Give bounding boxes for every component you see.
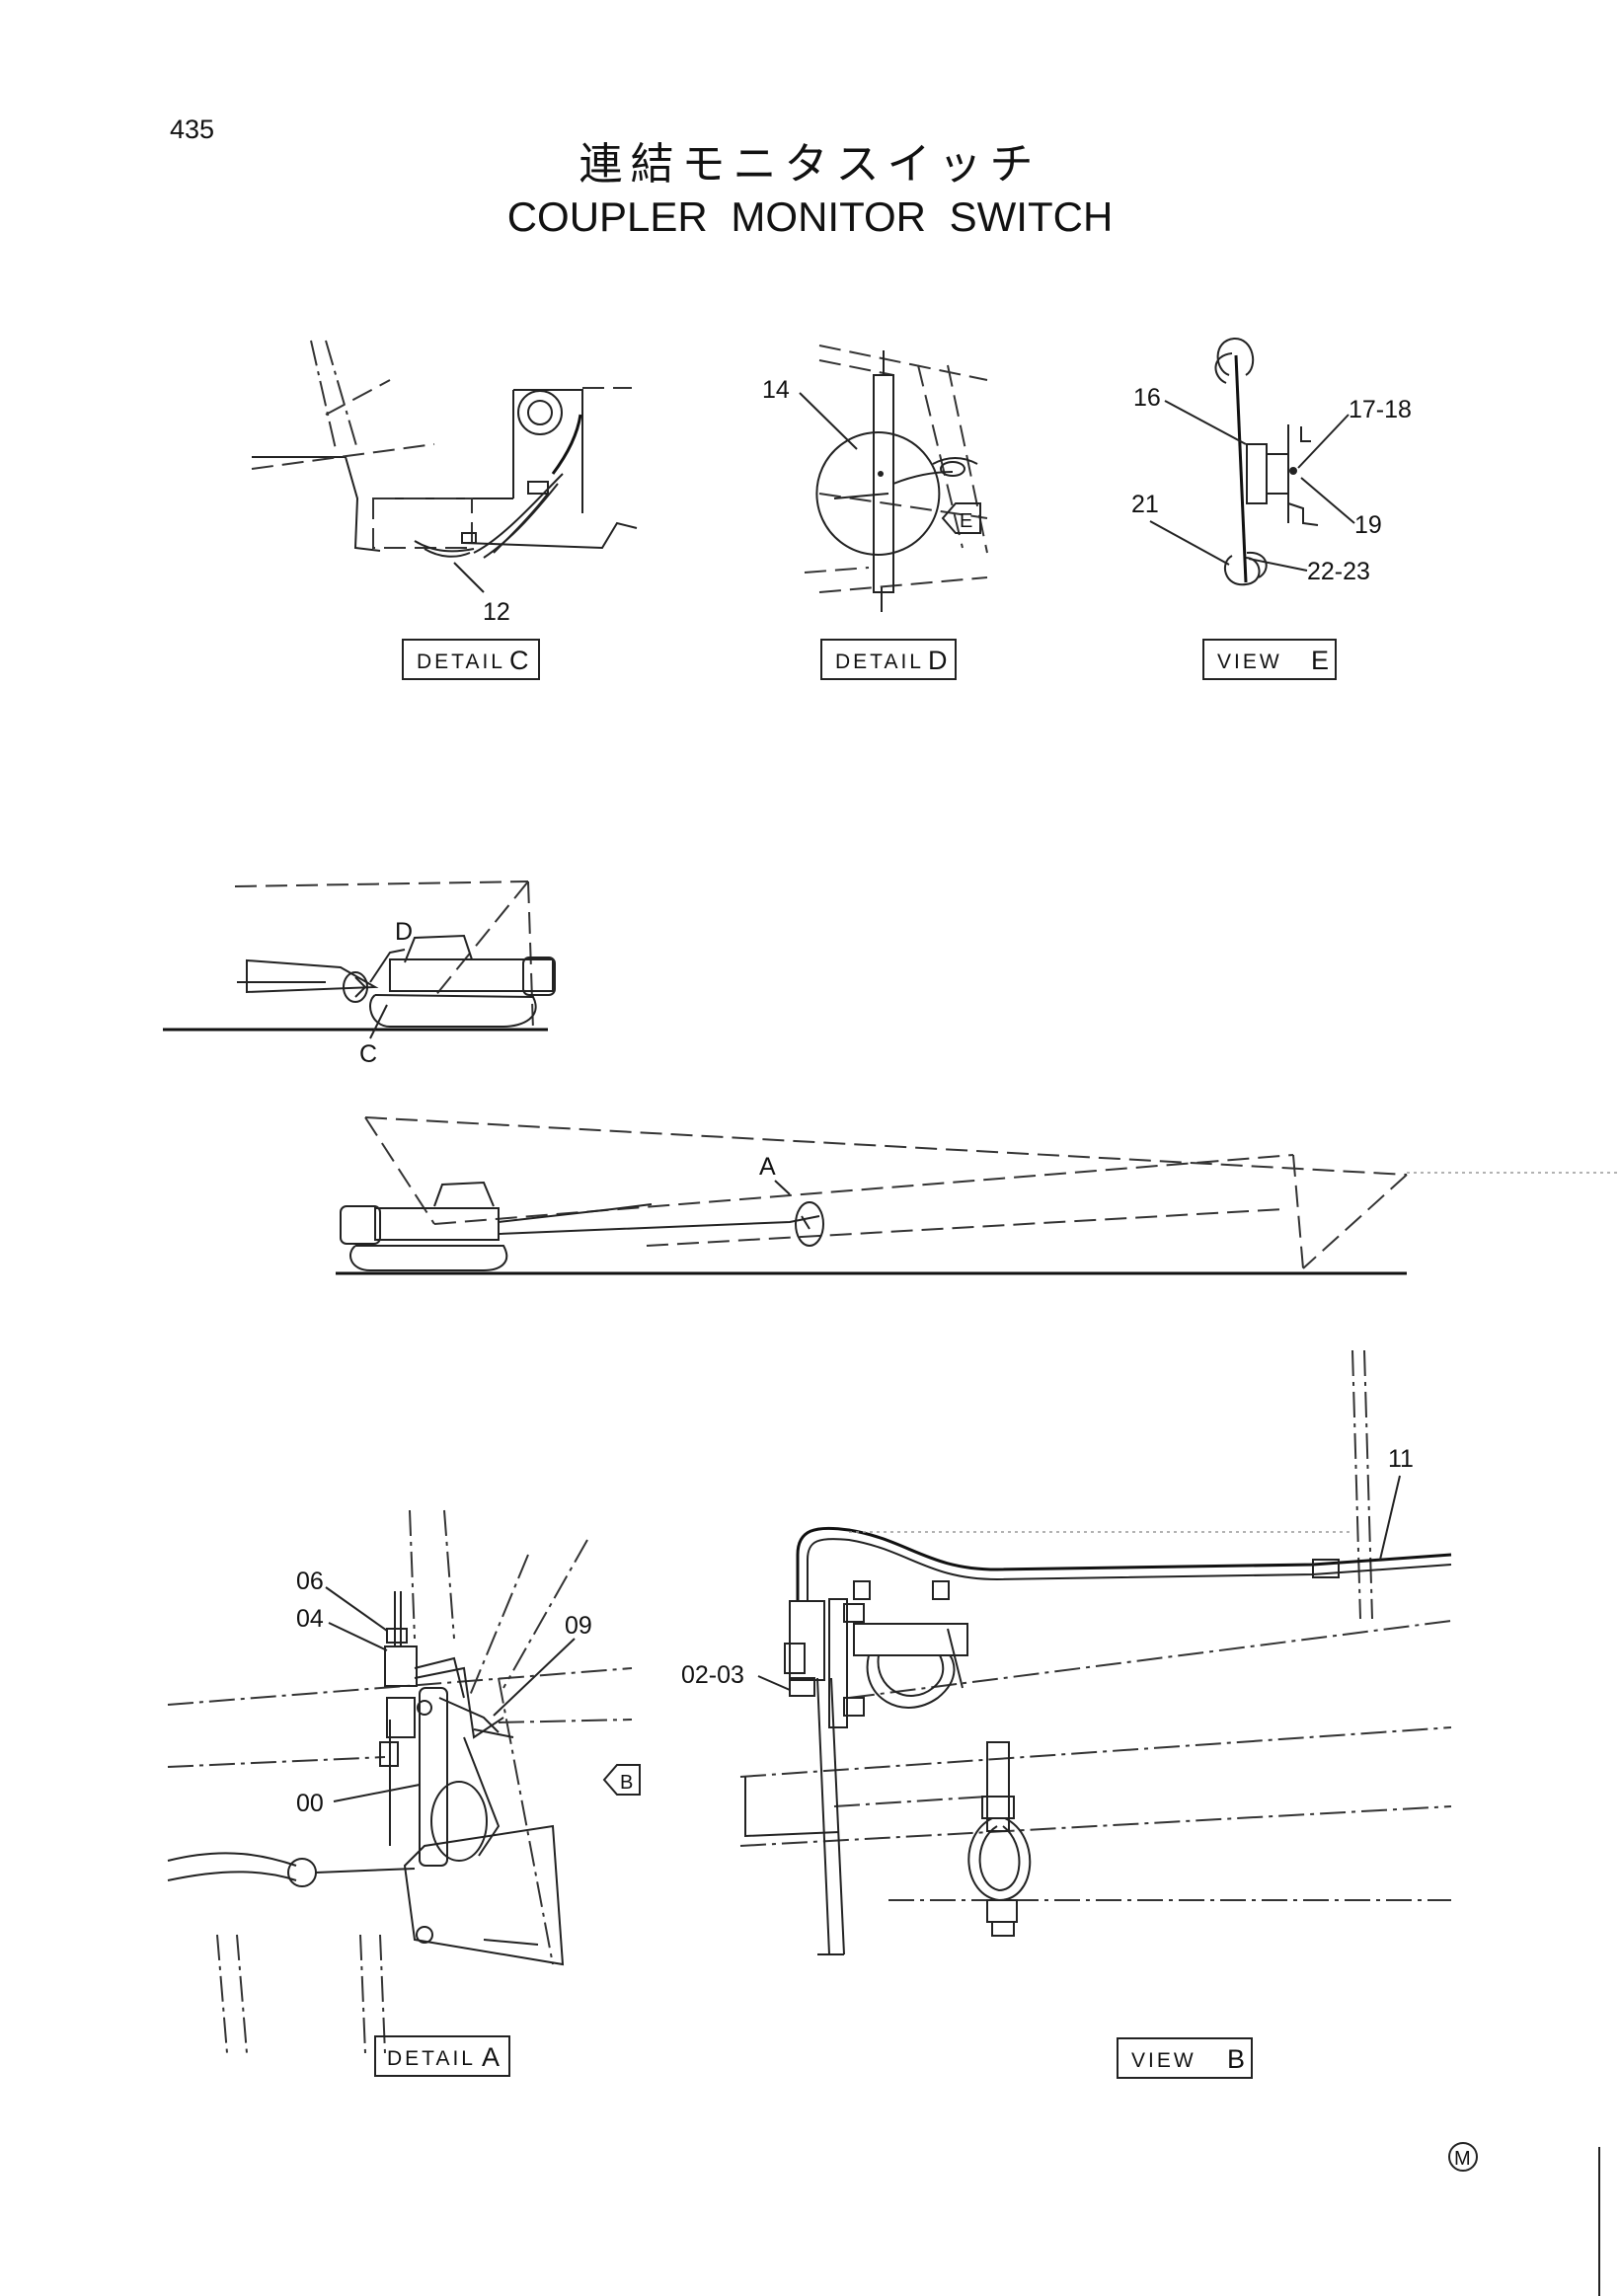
view-e-arrow: E [941,502,981,534]
callout-02-03: 02-03 [681,1661,744,1689]
detail-d-label-box: DETAIL D [820,639,957,680]
callout-17-18: 17-18 [1349,396,1412,423]
leader-00 [333,1784,421,1802]
leader-16 [1164,400,1247,445]
svg-text:M: M [1454,2148,1471,2170]
view-e-label: VIEW [1217,651,1282,673]
callout-00: 00 [296,1790,324,1817]
leader-21 [1149,520,1230,566]
leader-09 [493,1638,576,1717]
detail-c-label-box: DETAIL C [402,639,540,680]
leader-22-23 [1248,558,1308,572]
view-b-label-box: VIEW B [1117,2037,1253,2079]
overview-label-d: D [395,918,413,946]
leader-a [774,1180,791,1195]
view-e-drawing [1214,337,1319,586]
m-mark: M [1448,2142,1478,2172]
overview-label-c: C [359,1040,377,1068]
svg-text:E: E [960,510,972,532]
view-b-letter: B [1227,2044,1245,2074]
leader-04 [328,1622,388,1651]
title-english: COUPLER MONITOR SWITCH [506,193,1114,240]
leader-14 [799,392,858,450]
callout-06: 06 [296,1568,324,1595]
callout-22-23: 22-23 [1307,558,1370,585]
leader-19 [1300,477,1355,524]
view-b-drawing [739,1349,1452,1955]
detail-d-label: DETAIL [835,651,924,673]
leader-c [369,1004,388,1039]
detail-c-label: DETAIL [417,651,505,673]
leader-06 [325,1586,388,1632]
callout-04: 04 [296,1605,324,1633]
overview-label-a: A [759,1153,776,1181]
callout-14: 14 [762,376,790,404]
leader-17-18 [1297,414,1350,469]
page-number: 435 [170,115,215,144]
callout-09: 09 [565,1612,592,1640]
detail-d-drawing [804,344,988,612]
detail-a-drawing [167,1509,633,2054]
detail-c-letter: C [509,646,529,675]
detail-a-label-box: DETAIL A [374,2035,510,2077]
detail-a-letter: A [482,2042,500,2072]
view-e-label-box: VIEW E [1202,639,1337,680]
view-b-arrow: B [602,1764,641,1796]
callout-16: 16 [1133,384,1161,412]
detail-c-drawing [251,340,638,593]
leader-11 [1379,1475,1401,1561]
overview-small-machine [163,880,556,1032]
view-b-label: VIEW [1131,2049,1196,2072]
callout-21: 21 [1131,491,1159,518]
view-e-letter: E [1311,646,1329,675]
callout-11: 11 [1388,1445,1414,1473]
callout-19: 19 [1354,511,1382,539]
svg-text:B: B [620,1772,633,1794]
detail-d-letter: D [928,646,948,675]
leader-02-03 [757,1675,791,1691]
title-japanese: 連結モニタスイッチ [579,139,1041,190]
detail-a-label: DETAIL [387,2047,476,2070]
overview-long-machine [336,1116,1620,1275]
callout-12: 12 [483,598,510,626]
